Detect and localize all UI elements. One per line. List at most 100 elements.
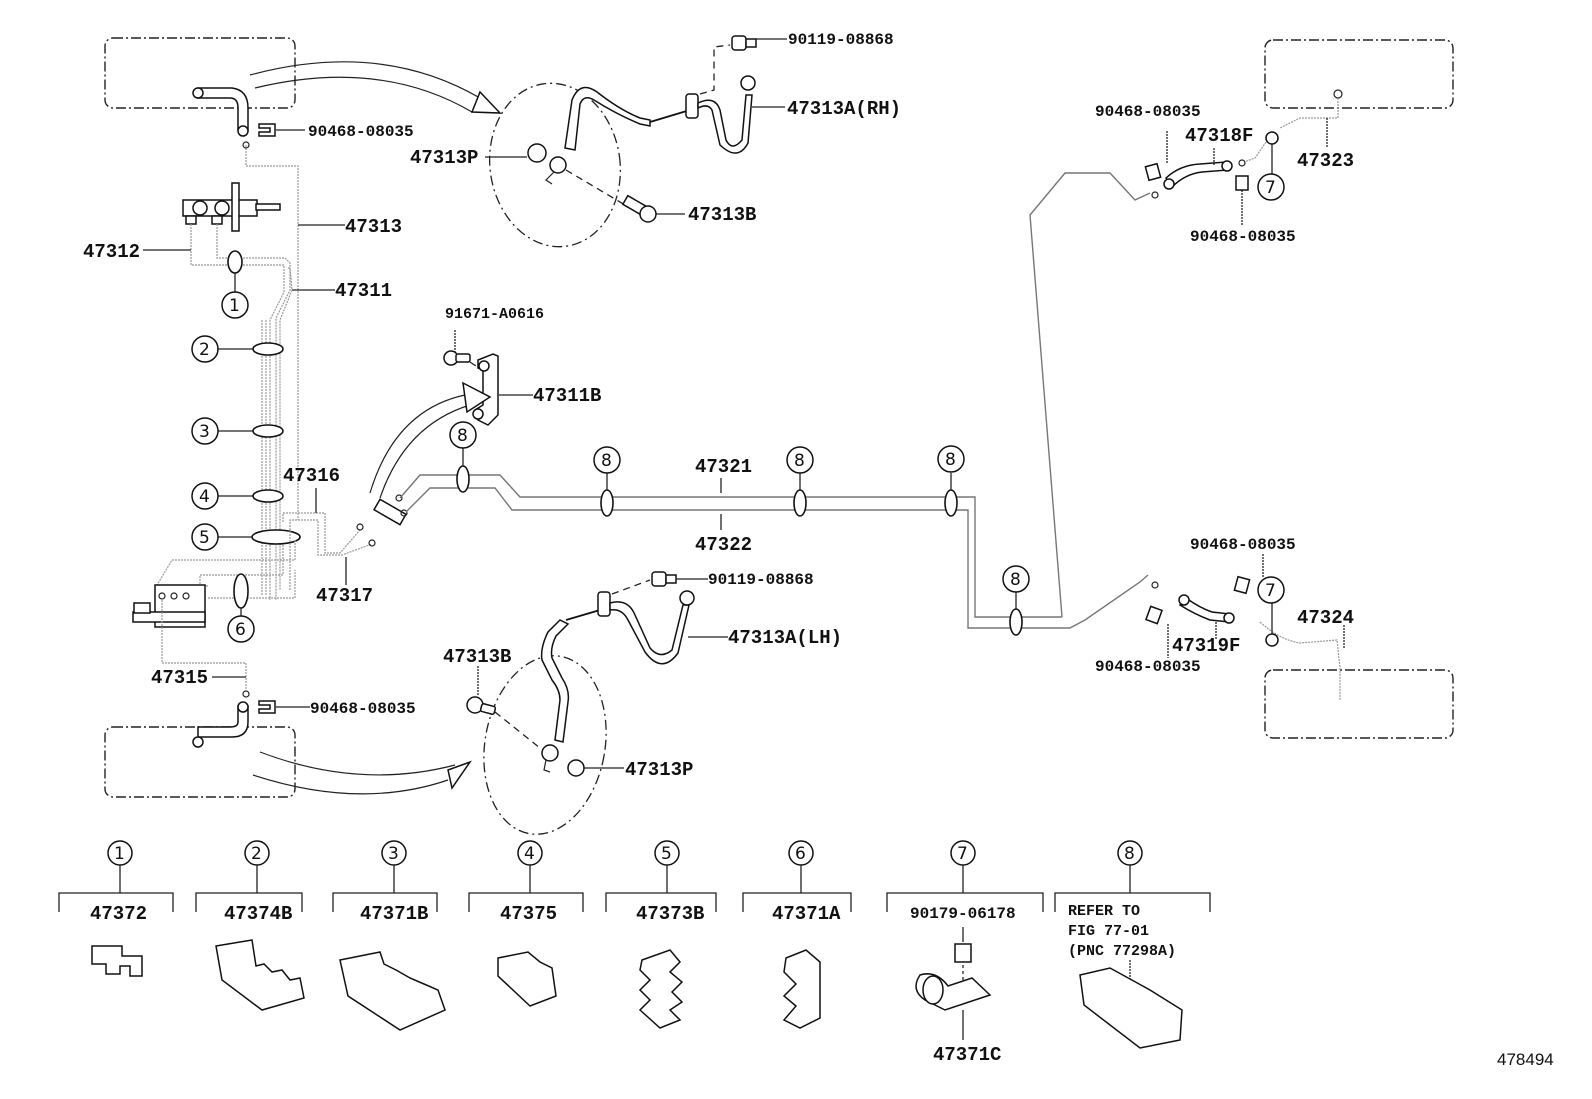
clip-47374b-icon xyxy=(215,939,305,1011)
bolt-head xyxy=(745,38,757,48)
legend-callout: 1 xyxy=(114,844,125,864)
clamp-legend: 1 47372 2 47374B 3 47371B 4 47375 xyxy=(58,840,1211,1066)
label-47311b: 47311B xyxy=(533,385,601,407)
mc-pushrod xyxy=(255,203,281,211)
fr-detail-circle xyxy=(488,82,622,248)
callout-8-text: 8 xyxy=(945,450,956,470)
label-47323: 47323 xyxy=(1297,150,1354,172)
fr-hose-end-2 xyxy=(237,125,249,137)
gasket-47313p xyxy=(567,759,585,777)
clamp-8 xyxy=(600,489,614,517)
legend-item-4: 4 47375 xyxy=(468,840,584,1007)
clamp-4 xyxy=(252,489,284,503)
gasket-47313p xyxy=(527,143,547,163)
mc-outlet-1 xyxy=(185,215,197,225)
legend-callout: 2 xyxy=(251,844,262,864)
label-90468-08035-top: 90468-08035 xyxy=(308,123,414,141)
legend-item-3: 3 47371B xyxy=(332,840,446,1031)
legend-part-number: 47373B xyxy=(636,903,704,925)
legend-callout: 4 xyxy=(524,844,535,864)
label-90468-08035-rr-bottom: 90468-08035 xyxy=(1190,228,1296,246)
rear-lines: 47321 47322 8 8 8 8 8 xyxy=(399,172,1151,636)
fr-hose-47313a xyxy=(564,86,651,151)
drawing-id: 478494 xyxy=(1497,1050,1554,1069)
mc-port-2 xyxy=(214,200,230,216)
clip-ring xyxy=(1265,633,1279,647)
junction-group: 47316 47317 xyxy=(282,465,408,607)
callout-1 xyxy=(221,291,249,319)
clip-47373b-icon xyxy=(638,949,684,1029)
fl-hose-47313a xyxy=(540,619,570,743)
callout-4-text: 4 xyxy=(199,487,210,507)
callout-3 xyxy=(191,417,219,445)
clamp-6 xyxy=(233,573,249,609)
callout-6-text: 6 xyxy=(235,620,246,640)
legend-item-2: 2 47374B xyxy=(195,840,305,1011)
callout-8-text: 8 xyxy=(1010,570,1021,590)
callout-8 xyxy=(786,446,814,474)
clamp-8 xyxy=(456,465,470,493)
master-cylinder-group: 47313 47312 47311 1 xyxy=(83,141,402,600)
legend-part-number: 47371A xyxy=(772,903,841,925)
nut-icon xyxy=(954,943,972,963)
label-47315: 47315 xyxy=(151,667,208,689)
mc-port-1 xyxy=(192,200,208,216)
mc-flange xyxy=(231,182,240,232)
label-47321: 47321 xyxy=(695,456,752,478)
banjo-fitting xyxy=(549,156,567,174)
fl-detail-circle xyxy=(483,655,607,835)
legend-callout: 5 xyxy=(661,844,672,864)
clip-icon xyxy=(1235,175,1249,191)
legend-callout: 8 xyxy=(1124,844,1135,864)
legend-note-line: REFER TO xyxy=(1068,903,1140,920)
label-47318f: 47318F xyxy=(1185,125,1253,147)
callout-8 xyxy=(1002,565,1030,593)
bundle-clamps: 2 3 4 5 xyxy=(191,320,301,595)
legend-callout: 7 xyxy=(957,844,968,864)
mc-outlet-2 xyxy=(211,215,223,225)
label-90468-08035-bottom: 90468-08035 xyxy=(310,700,416,718)
fr-caliper-detail: 47313A(RH) 90119-08868 47313P 47313B xyxy=(410,31,901,248)
fr-hose-bracket xyxy=(685,93,699,119)
label-90468-08035-rl-top: 90468-08035 xyxy=(1190,536,1296,554)
clip-47375-icon xyxy=(497,951,557,1007)
callout-8 xyxy=(593,446,621,474)
label-47313b-lh: 47313B xyxy=(443,646,511,668)
clip-icon xyxy=(258,700,276,714)
label-47313: 47313 xyxy=(345,216,402,238)
rear-right-region: 47323 7 47318F 90468-08035 90468-08035 xyxy=(1095,39,1454,246)
callout-8-text: 8 xyxy=(601,451,612,471)
label-91671-a0616: 91671-A0616 xyxy=(445,306,544,323)
fr-hose-end xyxy=(192,87,204,99)
abs-connector xyxy=(133,602,151,614)
rear-right-wheel-box xyxy=(1264,39,1454,109)
label-90468-08035-rl-bottom: 90468-08035 xyxy=(1095,658,1201,676)
callout-7 xyxy=(1257,576,1285,604)
clamp-5 xyxy=(251,529,301,545)
label-47313p-lh: 47313P xyxy=(625,759,693,781)
clip-icon xyxy=(1145,605,1163,625)
label-47316: 47316 xyxy=(283,465,340,487)
callout-7-text: 7 xyxy=(1265,581,1276,601)
clamp-8 xyxy=(793,489,807,517)
legend-part-number: 47371B xyxy=(360,903,428,925)
label-47317: 47317 xyxy=(316,585,373,607)
clip-47371a-icon xyxy=(782,949,821,1029)
legend-part-number: 47375 xyxy=(500,903,557,925)
legend-item-5: 5 47373B xyxy=(605,840,717,1029)
bolt-icon xyxy=(731,35,747,51)
legend-part-number: 47372 xyxy=(90,903,147,925)
arrow-head-fr xyxy=(470,90,502,114)
callout-4 xyxy=(191,482,219,510)
banjo-fitting xyxy=(541,744,559,762)
abs-bracket xyxy=(132,611,206,623)
label-47319f: 47319F xyxy=(1172,635,1240,657)
legend-note-line: (PNC 77298A) xyxy=(1068,943,1176,960)
rear-left-wheel-box xyxy=(1264,669,1454,739)
label-47311: 47311 xyxy=(335,280,392,302)
callout-5 xyxy=(191,523,219,551)
label-47313p-rh: 47313P xyxy=(410,147,478,169)
fr-hose-fitting xyxy=(740,75,756,91)
clip-icon xyxy=(1144,162,1162,182)
